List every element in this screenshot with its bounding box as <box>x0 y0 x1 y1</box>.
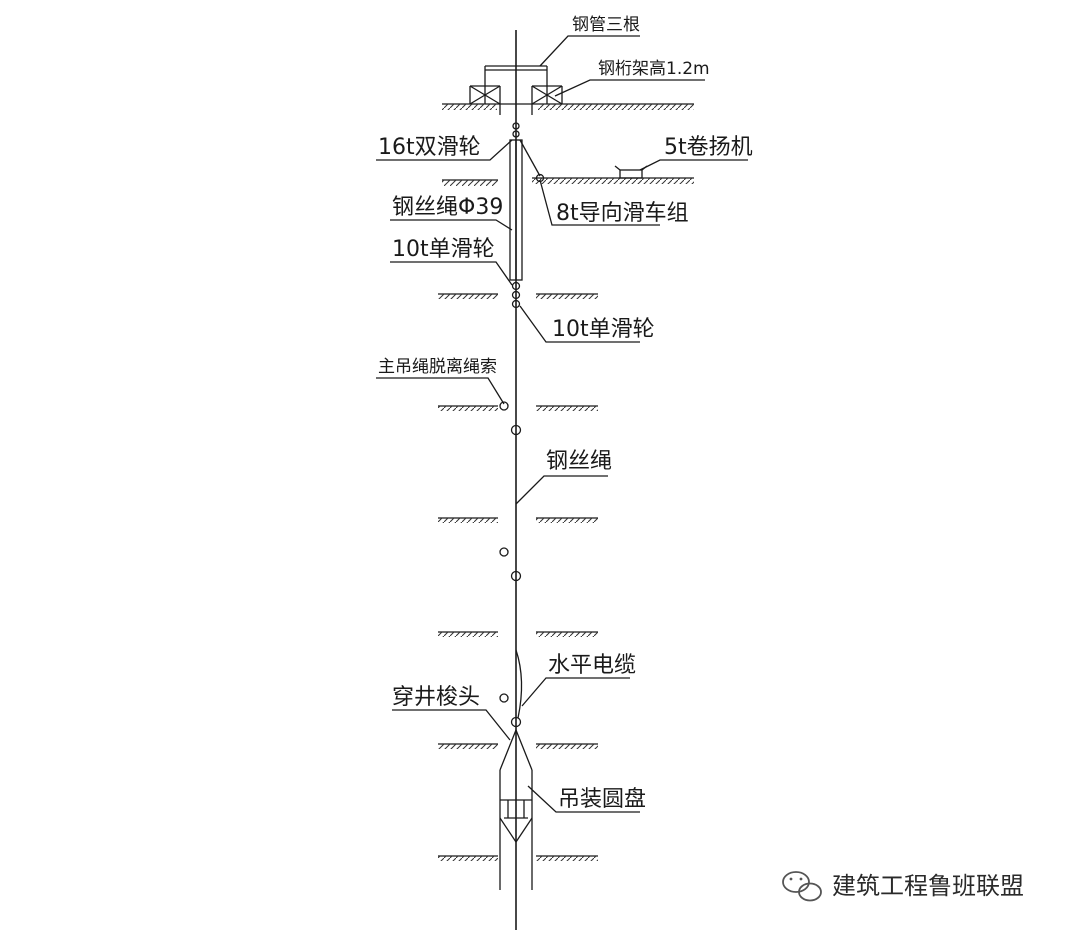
leader-wire-rope-phi39 <box>390 219 513 231</box>
rope-knot-2 <box>499 547 509 557</box>
rope-ring-2 <box>510 570 522 582</box>
label-separation-rope: 主吊绳脱离绳索 <box>378 357 497 377</box>
shuttle-knot <box>499 693 509 703</box>
rope-ring-1 <box>510 424 522 436</box>
label-horizontal-cable: 水平电缆 <box>548 653 636 678</box>
leader-steel-frame <box>554 79 705 97</box>
ground-level-3 <box>438 405 598 411</box>
leader-single-pulley-a <box>390 261 513 286</box>
label-wire-rope-phi39: 钢丝绳Φ39 <box>392 195 503 220</box>
steel-frame <box>469 65 563 115</box>
lifting-disc-assembly <box>499 729 533 890</box>
label-single-pulley-10t-a: 10t单滑轮 <box>392 237 495 262</box>
label-winch-5t: 5t卷扬机 <box>664 135 753 160</box>
watermark: 建筑工程鲁班联盟 <box>782 871 1024 902</box>
ground-level-7 <box>438 855 598 861</box>
ground-level-6 <box>438 743 598 749</box>
leader-winch <box>639 159 748 171</box>
leader-double-pulley <box>376 139 513 161</box>
leader-horizontal-cable <box>521 677 630 707</box>
leader-separation-rope <box>376 377 505 405</box>
leader-steel-pipes <box>539 35 640 67</box>
label-steel-frame: 钢桁架高1.2m <box>598 59 710 79</box>
label-double-pulley-16t: 16t双滑轮 <box>378 135 481 160</box>
ground-level-4 <box>438 517 598 523</box>
label-wire-rope: 钢丝绳 <box>546 449 612 474</box>
label-shaft-shuttle: 穿井梭头 <box>392 685 480 710</box>
ground-level-5 <box>438 631 598 637</box>
ground-level-left-1 <box>442 179 498 186</box>
label-guide-pulley-8t: 8t导向滑车组 <box>556 201 689 226</box>
leader-guide-pulley <box>539 179 660 226</box>
wechat-icon <box>782 871 822 902</box>
watermark-text: 建筑工程鲁班联盟 <box>832 872 1024 900</box>
shuttle-ring <box>510 716 522 728</box>
leader-single-pulley-b <box>519 305 640 343</box>
ground-level-top <box>442 103 694 110</box>
label-single-pulley-10t-b: 10t单滑轮 <box>552 317 655 342</box>
leader-lifting-disc <box>527 785 640 813</box>
separation-rope-knot <box>499 401 509 411</box>
double-pulley-block <box>509 122 523 309</box>
leader-wire-rope <box>515 475 608 505</box>
ground-level-2 <box>438 293 598 299</box>
leader-shaft-shuttle <box>392 709 511 741</box>
label-steel-pipes: 钢管三根 <box>572 15 640 35</box>
horizontal-cable <box>515 649 523 719</box>
guide-rope <box>519 139 541 177</box>
winch-platform <box>532 165 694 184</box>
label-lifting-disc: 吊装圆盘 <box>558 787 646 812</box>
